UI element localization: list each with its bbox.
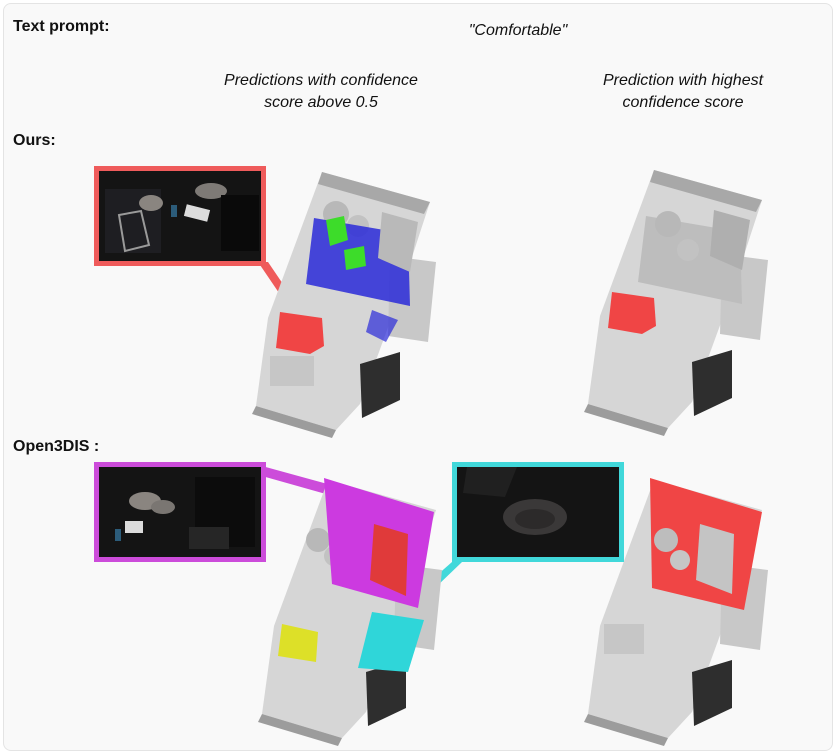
column-caption-threshold-line2: score above 0.5 (264, 94, 378, 111)
dark-furniture (360, 352, 400, 418)
pillow-gray (696, 524, 734, 594)
inset-open3dis-magenta (94, 462, 266, 562)
point-cloud-ours-highest (584, 170, 768, 436)
column-caption-threshold: Predictions with confidence score above … (190, 70, 452, 114)
column-caption-highest-line1: Prediction with highest (602, 72, 764, 89)
prediction-green-pillow-1 (326, 216, 348, 246)
text-prompt-label: Text prompt: (13, 18, 110, 35)
point-cloud-ours-threshold (252, 172, 436, 438)
room-point-cloud (584, 170, 768, 436)
inset-photo-chair (99, 171, 261, 261)
column-caption-threshold-line1: Predictions with confidence (224, 72, 418, 89)
prediction-blue-scatter (366, 310, 398, 342)
prediction-yellow-chair (278, 624, 318, 662)
prediction-green-pillow-2 (344, 246, 366, 270)
prediction-cyan-blanket (358, 612, 424, 672)
prediction-red-pillow (370, 524, 408, 596)
column-caption-highest: Prediction with highest confidence score (572, 70, 794, 114)
row-label-open3dis: Open3DIS : (13, 438, 100, 455)
prediction-red-chair (276, 312, 324, 354)
inset-open3dis-cyan (452, 462, 624, 562)
point-cloud-open3dis-threshold (258, 478, 442, 746)
pillow-gray (378, 212, 418, 272)
prompt-text: "Comfortable" (468, 22, 568, 39)
point-cloud-open3dis-highest (584, 478, 768, 746)
connector-open3dis-magenta (262, 466, 342, 498)
inset-photo-bed (99, 467, 261, 557)
prediction-red-chair (608, 292, 656, 334)
inset-photo-blanket (457, 467, 619, 557)
inset-ours-red (94, 166, 266, 266)
row-label-ours: Ours: (13, 132, 56, 149)
column-caption-highest-line2: confidence score (622, 94, 744, 111)
